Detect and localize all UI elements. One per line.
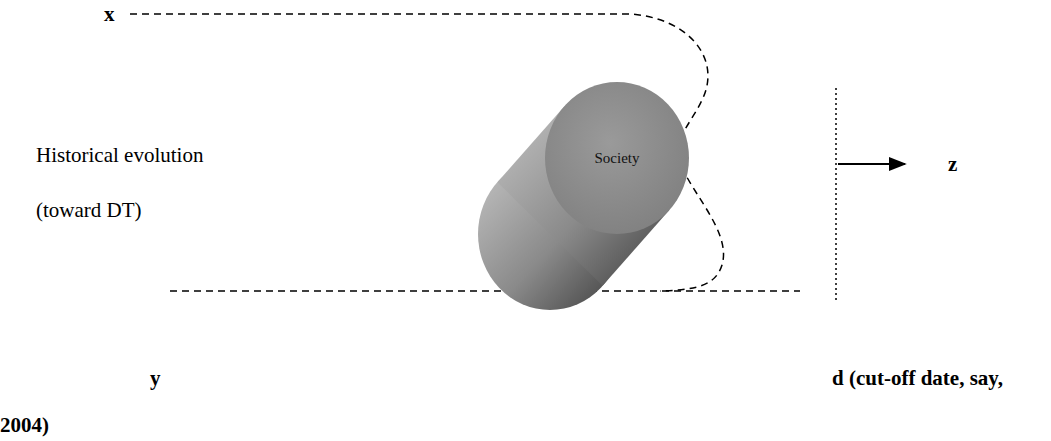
node-label: Society <box>595 149 640 167</box>
cylinder-face <box>545 82 689 234</box>
axis-label: x <box>104 2 115 26</box>
axis-label: z <box>948 152 957 176</box>
society-cylinder: Society <box>470 78 710 323</box>
dashed-line <box>170 290 800 292</box>
dashed-envelope <box>130 14 724 291</box>
axis-label: Historical evolution <box>36 143 203 167</box>
cut-off-note: d (cut-off date, say, 2004) <box>0 355 1046 441</box>
axis-label: y <box>150 366 161 390</box>
cylinder-shape <box>470 78 710 323</box>
axis-label: (toward DT) <box>36 198 142 222</box>
cut-off-line <box>835 88 837 302</box>
arrow <box>838 163 905 165</box>
